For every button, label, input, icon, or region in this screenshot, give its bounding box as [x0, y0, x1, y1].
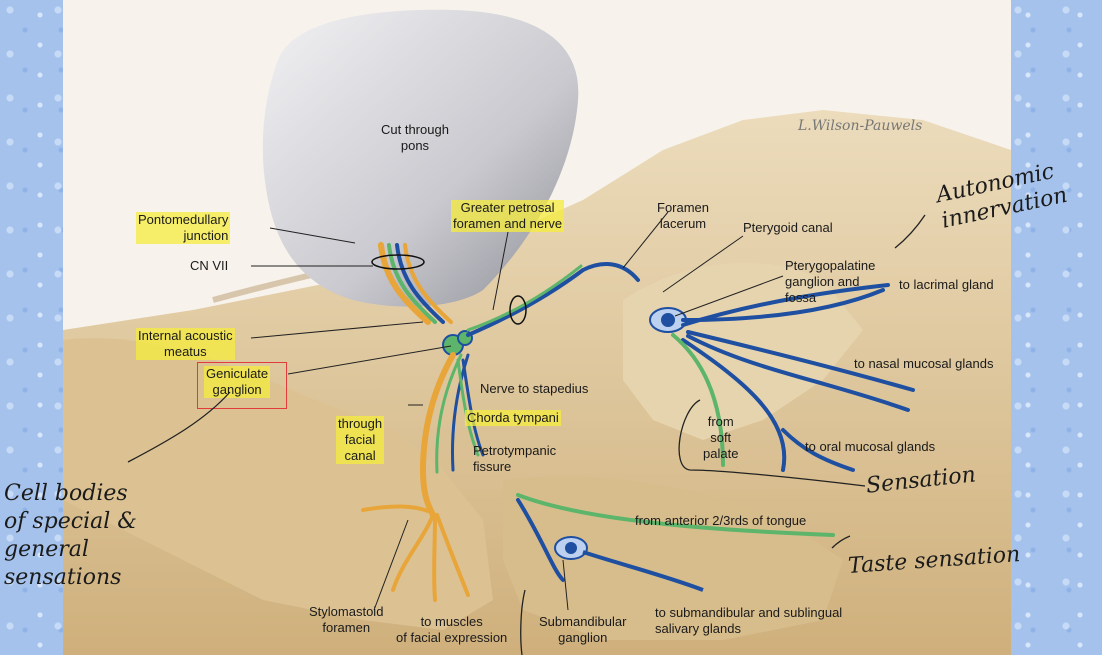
label-to-nasal: to nasal mucosal glands	[854, 356, 994, 371]
facial-motor-fibers	[361, 352, 470, 602]
label-nerve-to-stapedius: Nerve to stapedius	[480, 381, 589, 396]
label-submandibular-ganglion: Submandibular ganglion	[539, 614, 627, 645]
label-from-soft-palate: from soft palate	[703, 414, 739, 461]
label-through-facial-canal: through facial canal	[336, 416, 385, 464]
pterygopalatine-ganglion-shape	[649, 307, 687, 333]
label-foramen-lacerum: Foramen lacerum	[657, 200, 710, 231]
label-pterygopalatine: Pterygopalatine ganglion and fossa	[785, 258, 876, 305]
annotation-cell-bodies: Cell bodies of special & general sensati…	[4, 481, 137, 590]
label-pterygoid-canal: Pterygoid canal	[743, 220, 833, 235]
sphenoid-region	[623, 262, 863, 440]
label-to-oral: to oral mucosal glands	[805, 439, 936, 454]
anatomy-figure	[63, 9, 1011, 655]
label-cut-through-pons: Cut through pons	[381, 122, 449, 153]
label-to-submandibular: to submandibular and sublingual salivary…	[655, 605, 843, 636]
highlight-box-geniculate	[197, 362, 287, 409]
label-cn-vii: CN VII	[190, 258, 229, 273]
label-to-lacrimal: to lacrimal gland	[899, 277, 994, 292]
label-from-anterior-tongue: from anterior 2/3rds of tongue	[635, 513, 807, 528]
label-chorda-tympani: Chorda tympani	[465, 410, 561, 426]
mandible-region	[503, 476, 843, 640]
greater-petrosal-nerve	[466, 262, 640, 337]
label-pontomedullary-junction: Pontomedullary junction	[136, 212, 231, 244]
pons	[262, 9, 579, 307]
label-to-muscles: to muscles of facial expression	[396, 614, 508, 645]
label-petrotympanic-fissure: Petrotympanic fissure	[473, 443, 557, 474]
label-greater-petrosal: Greater petrosal foramen and nerve	[451, 200, 565, 232]
submandibular-ganglion-shape	[554, 536, 704, 592]
illustration-panel: Cut through pons L.Wilson-Pauwels Pontom…	[63, 0, 1011, 655]
cn-vii-bundle	[371, 242, 453, 325]
label-internal-acoustic-meatus: Internal acoustic meatus	[136, 328, 235, 360]
illustrator-signature: L.Wilson-Pauwels	[798, 118, 923, 134]
label-stylomastoid-foramen: Stylomastoid foramen	[309, 604, 384, 635]
leader-lines	[250, 211, 784, 611]
